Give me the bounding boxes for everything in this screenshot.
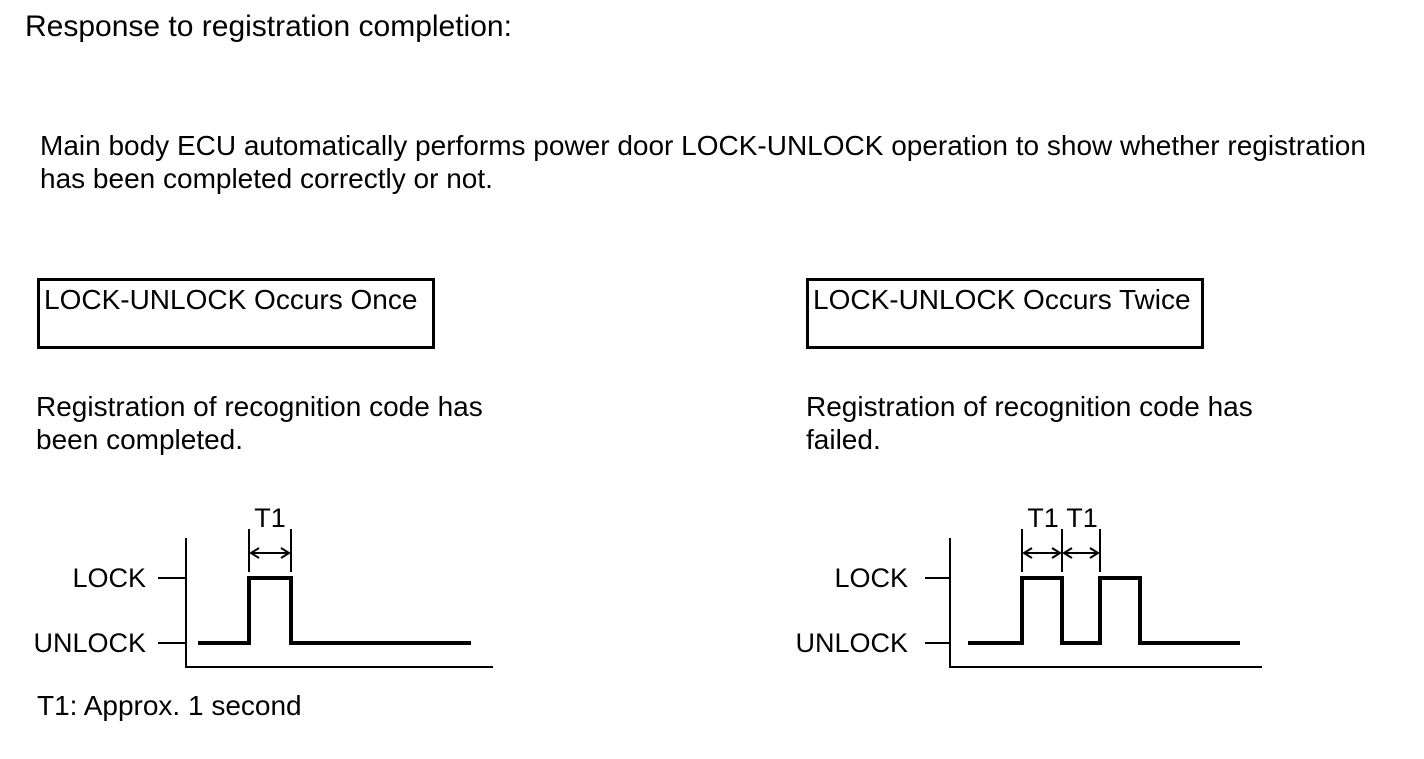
- caption-failed-line-1: Registration of recognition code has: [806, 391, 1253, 422]
- caption-failed-line-2: failed.: [806, 424, 881, 455]
- t1-arrowhead-right-icon: [1051, 547, 1062, 559]
- t1-footnote: T1: Approx. 1 second: [37, 690, 302, 721]
- page-title: Response to registration completion:: [25, 10, 512, 43]
- waveform-diagram-once: T1 LOCK UNLOCK: [33, 503, 493, 668]
- intro-line-2: has been completed correctly or not.: [40, 163, 493, 194]
- t1-arrowhead-right-icon: [280, 547, 291, 559]
- unlock-label: UNLOCK: [33, 628, 146, 658]
- t1-label-second: T1: [1066, 503, 1098, 533]
- caption-completed-line-2: been completed.: [36, 424, 244, 455]
- intro-line-1: Main body ECU automatically performs pow…: [40, 130, 1366, 161]
- t1-arrowhead-left-icon: [249, 547, 260, 559]
- lock-label: LOCK: [72, 563, 146, 593]
- caption-failed: Registration of recognition code has fai…: [806, 390, 1253, 456]
- lock-label: LOCK: [834, 563, 908, 593]
- t1-arrowhead-right-icon: [1089, 547, 1100, 559]
- caption-completed-line-1: Registration of recognition code has: [36, 391, 483, 422]
- waveform-trace-twice: [968, 576, 1240, 645]
- t1-arrowhead-left-icon: [1022, 547, 1033, 559]
- t1-arrowhead-left-icon: [1062, 547, 1073, 559]
- result-box-once: LOCK-UNLOCK Occurs Once: [37, 278, 435, 349]
- result-box-once-label: LOCK-UNLOCK Occurs Once: [44, 284, 418, 315]
- t1-label: T1: [254, 503, 286, 533]
- waveform-diagram-twice: T1 T1 LOCK UNLOCK: [795, 503, 1262, 668]
- waveform-trace-once: [198, 576, 471, 645]
- t1-label-first: T1: [1027, 503, 1059, 533]
- result-box-twice-label: LOCK-UNLOCK Occurs Twice: [813, 284, 1191, 315]
- caption-completed: Registration of recognition code has bee…: [36, 390, 483, 456]
- result-box-twice: LOCK-UNLOCK Occurs Twice: [806, 278, 1204, 349]
- unlock-label: UNLOCK: [795, 628, 908, 658]
- intro-paragraph: Main body ECU automatically performs pow…: [40, 129, 1366, 195]
